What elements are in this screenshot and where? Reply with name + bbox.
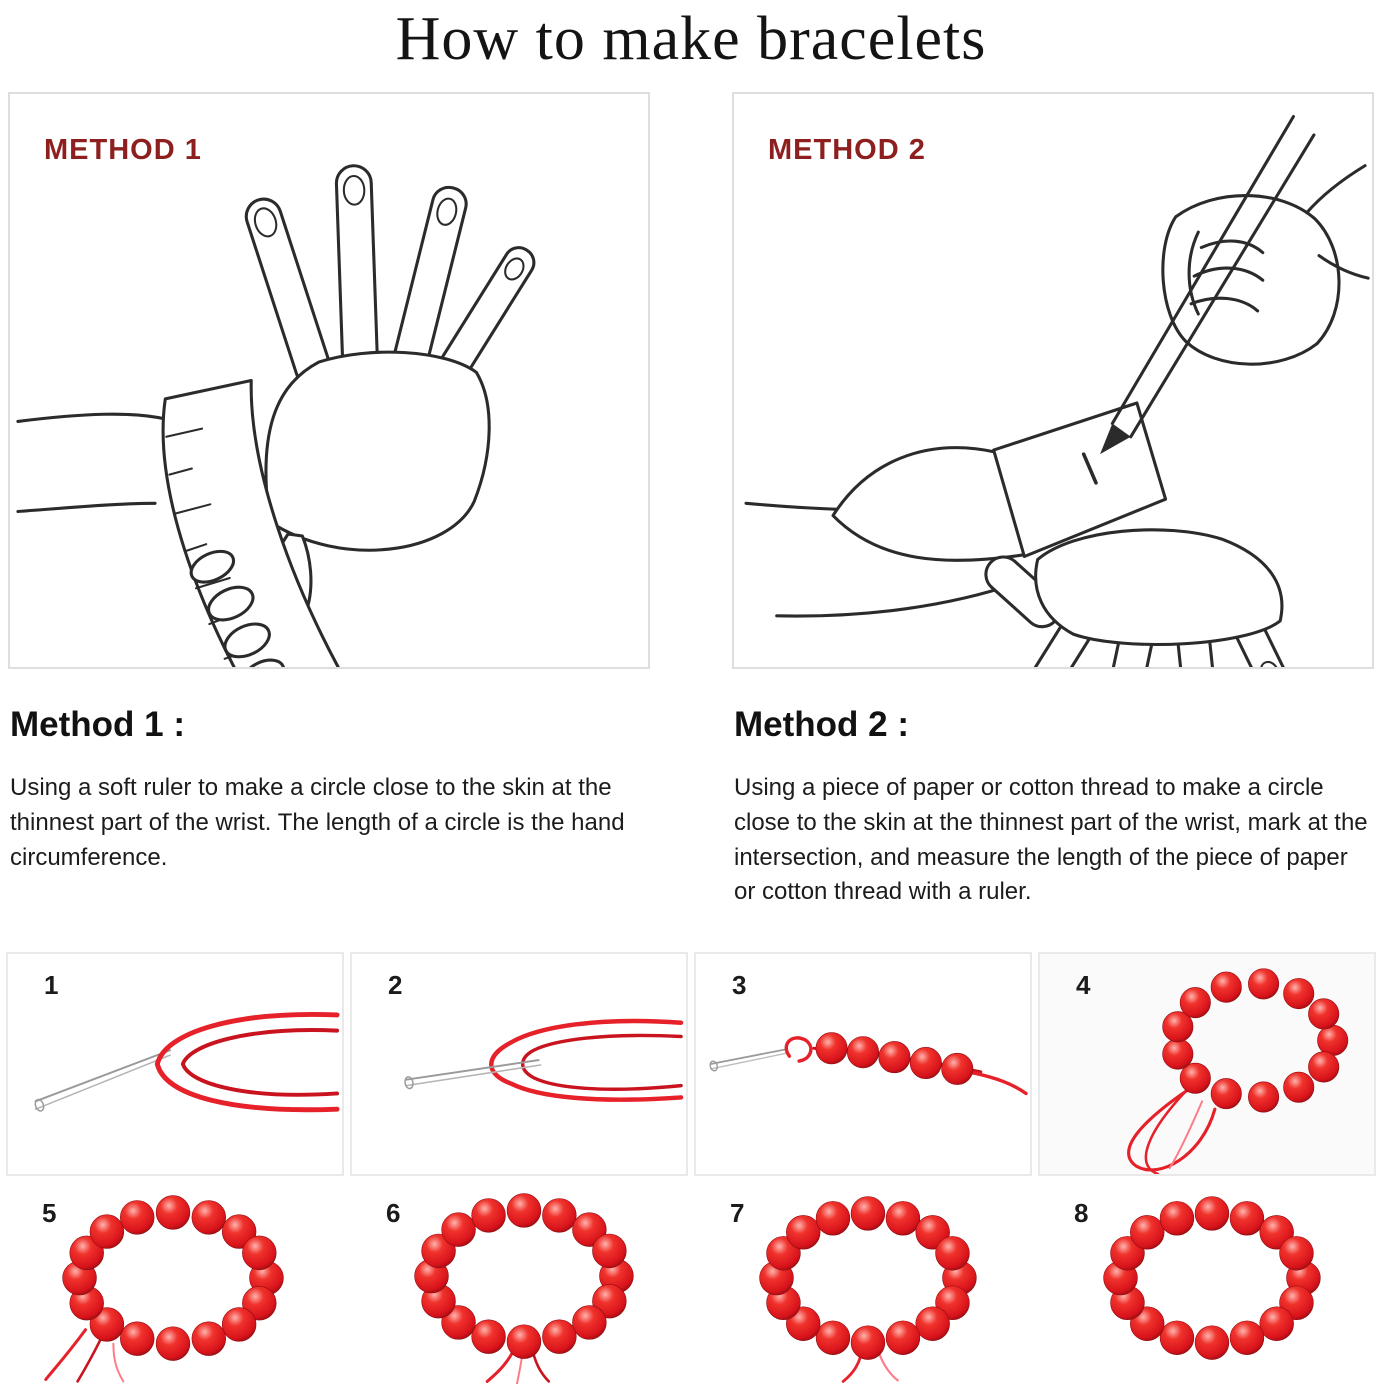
step-cell-6: 6 — [350, 1182, 688, 1385]
method-1-description-block: Method 1 : Using a soft ruler to make a … — [8, 689, 650, 910]
step-number: 7 — [730, 1198, 745, 1229]
step-number: 6 — [386, 1198, 401, 1229]
needle-and-cord-illustration — [34, 1012, 340, 1113]
method-1-panel: METHOD 1 — [8, 92, 650, 669]
bracelet-with-loop-illustration — [1127, 968, 1349, 1175]
finished-bracelet-illustration — [44, 1195, 284, 1383]
method-2-description: Using a piece of paper or cotton thread … — [734, 774, 1368, 906]
step-number: 8 — [1074, 1198, 1089, 1229]
method-2-heading: Method 2 : — [734, 705, 909, 744]
method-descriptions: Method 1 : Using a soft ruler to make a … — [0, 669, 1382, 910]
method-1-label: METHOD 1 — [44, 134, 202, 166]
page-title: How to make bracelets — [395, 5, 987, 73]
step-number: 2 — [388, 970, 403, 1001]
beads-on-cord-illustration — [709, 1032, 1028, 1096]
step-cell-1: 1 — [6, 952, 344, 1177]
step-cell-7: 7 — [694, 1182, 1032, 1385]
step-cell-2: 2 — [350, 952, 688, 1177]
needle-threading-illustration — [404, 1019, 684, 1103]
method-2-description-block: Method 2 : Using a piece of paper or cot… — [732, 689, 1374, 910]
method-1-heading: Method 1 : — [10, 705, 185, 744]
hand-measuring-tape-illustration — [16, 164, 536, 667]
methods-row: METHOD 1 — [0, 92, 1382, 669]
step-number: 4 — [1076, 970, 1091, 1001]
steps-grid: 1 2 3 — [0, 952, 1382, 1385]
step-number: 3 — [732, 970, 747, 1001]
step-cell-4: 4 — [1038, 952, 1376, 1177]
method-2-panel: METHOD 2 — [732, 92, 1374, 669]
step-number: 1 — [44, 970, 59, 1001]
finished-bracelet-illustration — [1103, 1196, 1321, 1361]
finished-bracelet-illustration — [414, 1193, 634, 1385]
method-2-label: METHOD 2 — [768, 134, 926, 166]
step-number: 5 — [42, 1198, 57, 1229]
step-cell-5: 5 — [6, 1182, 344, 1385]
finished-bracelet-illustration — [759, 1196, 977, 1383]
method-1-description: Using a soft ruler to make a circle clos… — [10, 774, 625, 871]
hand-pen-marking-illustration — [744, 114, 1370, 667]
step-cell-3: 3 — [694, 952, 1032, 1177]
step-cell-8: 8 — [1038, 1182, 1376, 1385]
